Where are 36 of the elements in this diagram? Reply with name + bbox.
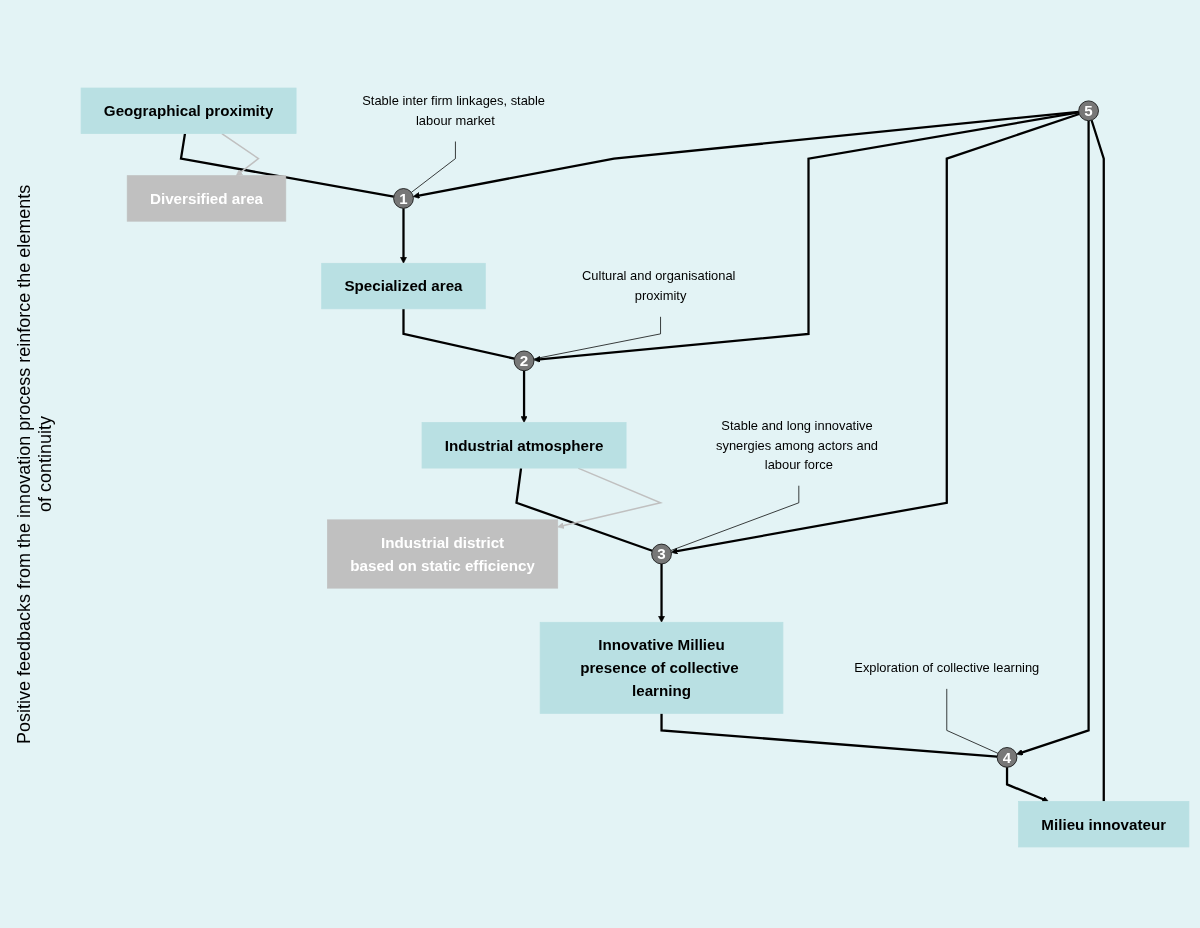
arrow <box>221 133 260 177</box>
node-box: Milieu innovateur <box>1018 801 1190 848</box>
connector <box>1090 120 1105 802</box>
connector <box>670 485 800 552</box>
arrow <box>1005 767 1049 803</box>
node-box: Innovative Millieu presence of collective learning <box>539 622 784 715</box>
arrow <box>533 111 1079 364</box>
node-box: Geographical proximity <box>80 88 297 135</box>
vertical-note: Positive feedbacks from the innovation process reinforce the elements of continuity <box>14 184 56 744</box>
arrow <box>658 564 665 624</box>
connector <box>946 688 999 755</box>
node-text: Exploration of collective learning <box>854 660 1040 676</box>
node-text: Stable and long innovative synergies among actors and labour force <box>716 419 879 473</box>
arrow <box>520 371 528 424</box>
node-box: Industrial atmosphere <box>421 422 627 469</box>
arrow <box>400 208 407 265</box>
arrow <box>1016 121 1090 757</box>
arrow <box>671 113 1080 555</box>
node-circle: 5 <box>1078 101 1099 122</box>
node-circle: 4 <box>996 747 1018 769</box>
connector <box>660 713 998 759</box>
node-box: Diversified area <box>126 175 287 223</box>
node-circle: 1 <box>393 188 414 210</box>
node-circle: 3 <box>651 544 672 565</box>
connector <box>515 468 653 553</box>
connector <box>179 133 394 199</box>
arrow <box>557 467 663 530</box>
arrow <box>412 111 1079 200</box>
connector <box>411 141 456 194</box>
node-box: Industrial district based on static efficiency <box>327 519 559 589</box>
node-text: Stable inter firm linkages, stable labour market <box>362 94 546 128</box>
connector <box>402 309 515 361</box>
node-text: Cultural and organisational proximity <box>582 269 736 304</box>
node-box: Specialized area <box>321 263 486 310</box>
connector <box>533 316 661 360</box>
node-circle: 2 <box>513 351 535 372</box>
